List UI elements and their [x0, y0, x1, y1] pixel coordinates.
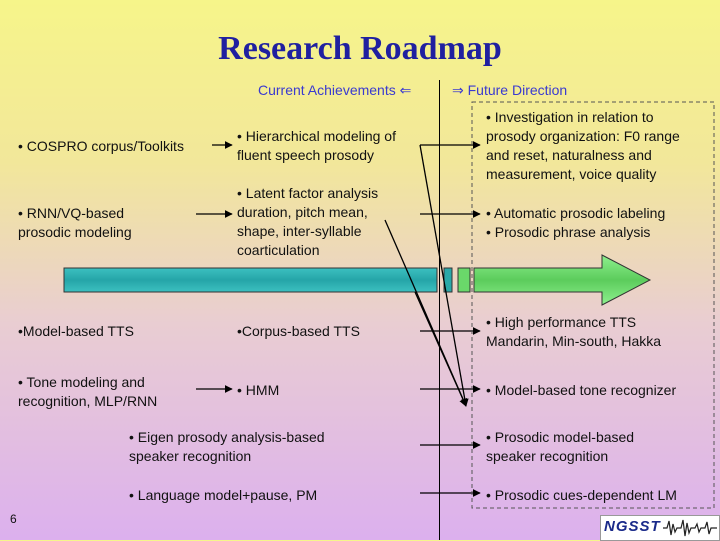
right-item-high-perf-tts: • High performance TTS Mandarin, Min-sou…: [486, 314, 662, 349]
page-number: 6: [10, 512, 17, 526]
ngsst-logo: NGSST: [600, 515, 720, 541]
current-achievements-header: Current Achievements ⇐: [258, 82, 412, 98]
middle-item-eigen-prosody: • Eigen prosody analysis-based speaker r…: [129, 429, 325, 464]
slide-title: Research Roadmap: [218, 30, 502, 67]
left-item-model-tts: •Model-based TTS: [18, 323, 134, 339]
diagonal-arrow-from-hierarchical: [419, 144, 469, 407]
middle-item-hierarchical: • Hierarchical modeling of fluent speech…: [237, 128, 396, 163]
timeline-gap-block-2: [457, 267, 471, 293]
right-item-tone-recognizer: • Model-based tone recognizer: [486, 382, 677, 398]
future-direction-dashed-box: [471, 101, 715, 509]
left-item-rnn-vq: • RNN/VQ-based prosodic modeling: [18, 205, 132, 240]
logo-text: NGSST: [604, 518, 661, 535]
middle-item-latent-factor: • Latent factor analysis duration, pitch…: [237, 185, 379, 258]
timeline-divider: [439, 80, 440, 540]
left-item-tone-modeling: • Tone modeling and recognition, MLP/RNN: [18, 374, 158, 409]
right-item-automatic-labeling: • Automatic prosodic labeling • Prosodic…: [486, 205, 666, 240]
timeline-current-bar: [63, 267, 438, 293]
right-item-investigation: • Investigation in relation to prosody o…: [486, 109, 680, 182]
middle-item-hmm: • HMM: [237, 382, 280, 398]
future-direction-header: ⇒ Future Direction: [452, 82, 568, 98]
timeline-future-arrow: [473, 254, 652, 306]
right-item-cues-lm: • Prosodic cues-dependent LM: [486, 487, 677, 503]
diagonal-arrow-from-timeline: [414, 291, 467, 407]
right-item-speaker-recognition: • Prosodic model-based speaker recogniti…: [486, 429, 635, 464]
middle-item-language-model: • Language model+pause, PM: [129, 487, 318, 503]
left-item-cospro: • COSPRO corpus/Toolkits: [18, 138, 184, 154]
waveform-icon: [663, 519, 717, 537]
middle-item-corpus-tts: •Corpus-based TTS: [237, 323, 360, 339]
